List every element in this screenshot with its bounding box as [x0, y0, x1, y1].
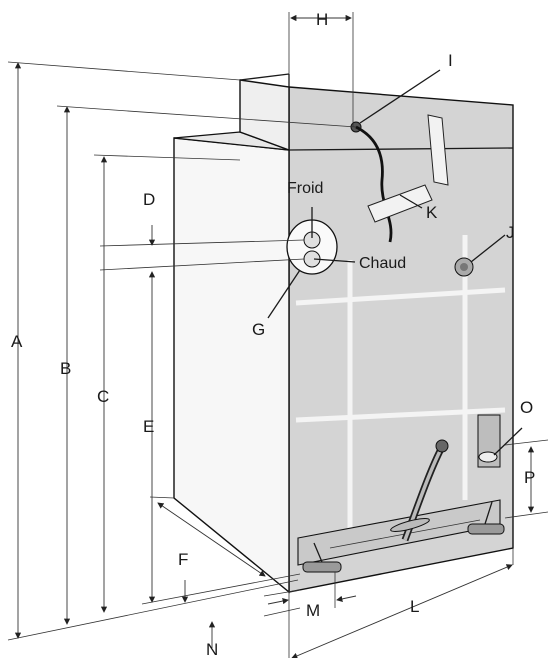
label-froid: Froid: [287, 180, 323, 197]
label-h: H: [316, 10, 328, 29]
shipping-tape-upper: [427, 114, 449, 186]
label-k: K: [426, 203, 438, 222]
leveling-foot-right: [467, 501, 505, 535]
label-c: C: [97, 387, 109, 406]
label-n: N: [206, 640, 218, 658]
label-g: G: [252, 320, 265, 339]
back-panel-ribs: [295, 235, 506, 528]
vent-fitting: [454, 257, 474, 277]
label-m: M: [306, 601, 320, 620]
label-j: J: [506, 223, 515, 242]
label-f: F: [178, 550, 188, 569]
label-p: P: [524, 468, 535, 487]
label-e: E: [143, 417, 154, 436]
label-a: A: [11, 332, 23, 351]
power-cord: [355, 125, 393, 243]
label-o: O: [520, 398, 533, 417]
label-b: B: [60, 359, 71, 378]
label-l: L: [410, 597, 419, 616]
label-chaud: Chaud: [359, 255, 406, 272]
side-panel: [173, 137, 290, 594]
label-d: D: [143, 190, 155, 209]
label-i: I: [448, 51, 453, 70]
shipping-tape-lower: [367, 184, 433, 223]
